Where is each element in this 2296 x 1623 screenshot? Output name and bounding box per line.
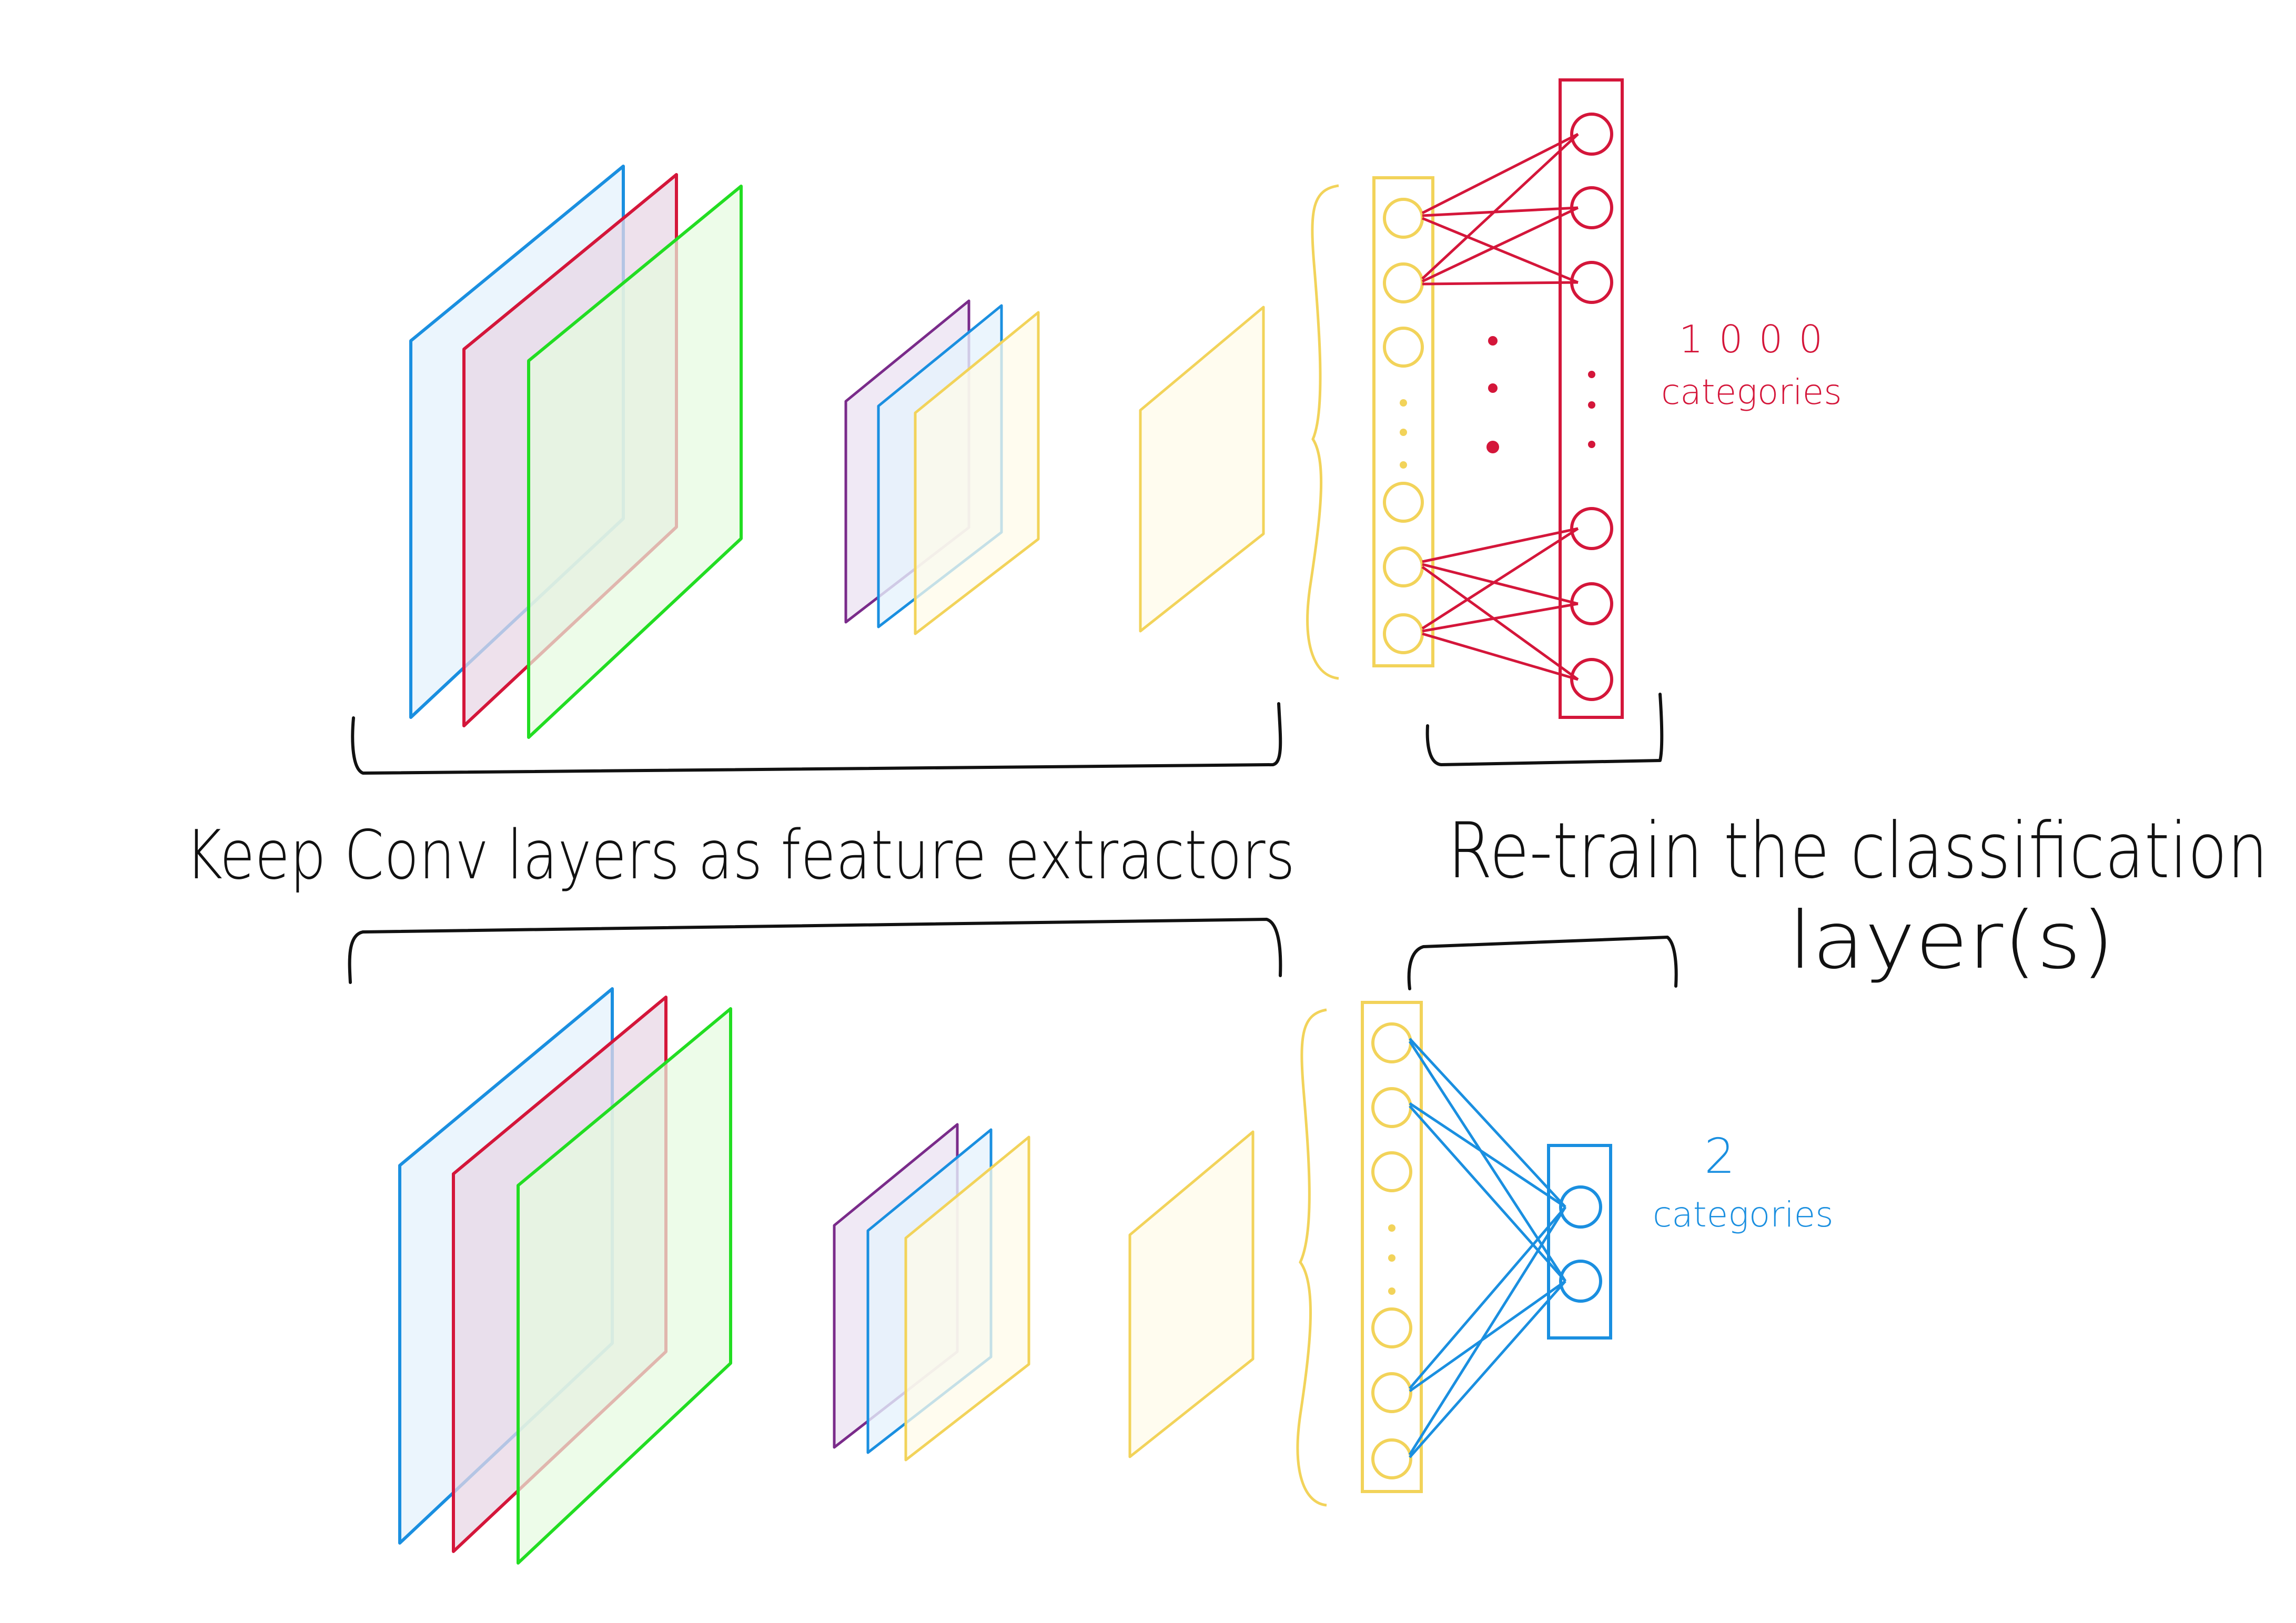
- connection: [1409, 1105, 1566, 1282]
- top-category-unit: categories: [1661, 372, 1842, 412]
- feature-node: [1383, 482, 1424, 523]
- top-feature-nodes: [1383, 198, 1424, 654]
- output-node: [1570, 186, 1613, 229]
- connection: [1408, 1206, 1567, 1456]
- bottom-feature-nodes: [1371, 1022, 1412, 1479]
- connection: [1409, 1206, 1566, 1389]
- ellipsis-dot: [1488, 336, 1498, 346]
- top-network: 1000 categories: [409, 78, 1842, 739]
- bottom-feature-ellipsis: [1388, 1224, 1395, 1295]
- connection: [1421, 133, 1579, 280]
- connection: [1422, 527, 1579, 563]
- ellipsis-dot: [1400, 399, 1407, 407]
- top-middle-ellipsis: [1486, 336, 1499, 453]
- feature-node: [1383, 613, 1424, 654]
- bottom-connections: [1408, 1038, 1567, 1458]
- feature-node: [1371, 1438, 1412, 1479]
- top-plane-green: [527, 185, 743, 739]
- bottom-plane-yellow-small: [904, 1135, 1030, 1462]
- output-node: [1570, 507, 1613, 550]
- bottom-plane-green: [517, 1007, 732, 1565]
- top-plane-yellow-single: [1139, 306, 1265, 633]
- feature-node: [1383, 262, 1424, 303]
- feature-node: [1383, 198, 1424, 239]
- connection: [1422, 206, 1579, 217]
- top-output-layer: [1559, 78, 1624, 719]
- feature-node: [1383, 327, 1424, 368]
- brackets: [348, 693, 1678, 990]
- output-node: [1570, 261, 1613, 304]
- feature-node: [1371, 1151, 1412, 1192]
- top-feature-ellipsis: [1400, 399, 1407, 469]
- bottom-curly-brace: [1296, 1008, 1327, 1507]
- top-feature-vector: [1372, 176, 1434, 667]
- bottom-output-nodes: [1559, 1185, 1602, 1303]
- connection: [1409, 1102, 1566, 1209]
- ellipsis-dot: [1486, 441, 1499, 453]
- connection: [1409, 1280, 1566, 1458]
- connection: [1421, 565, 1579, 681]
- top-conv-block-1: [409, 165, 743, 739]
- ellipsis-dot: [1488, 383, 1498, 393]
- ellipsis-dot: [1588, 371, 1595, 378]
- connection: [1421, 206, 1579, 283]
- bottom-right-bracket: [1407, 936, 1678, 990]
- ellipsis-dot: [1400, 429, 1407, 436]
- top-plane-yellow-small: [914, 311, 1040, 635]
- ellipsis-dot: [1388, 1287, 1395, 1295]
- bottom-plane-yellow-single: [1128, 1130, 1255, 1458]
- connection: [1422, 602, 1579, 633]
- top-right-bracket: [1425, 693, 1664, 766]
- keep-conv-label: Keep Conv layers as feature extractors: [185, 816, 1295, 895]
- feature-node: [1371, 1307, 1412, 1348]
- connection: [1408, 1040, 1567, 1282]
- ellipsis-dot: [1588, 401, 1595, 409]
- output-node: [1559, 1185, 1602, 1229]
- bottom-output-layer: [1547, 1144, 1612, 1340]
- connection: [1421, 527, 1579, 630]
- top-output-nodes: [1570, 113, 1613, 701]
- connection: [1409, 1038, 1566, 1208]
- bottom-category-unit: categories: [1653, 1194, 1834, 1235]
- top-conv-block-2: [844, 299, 1040, 635]
- connection: [1422, 632, 1579, 681]
- retrain-label-line2: layer(s): [1788, 895, 2115, 987]
- ellipsis-dot: [1388, 1254, 1395, 1262]
- output-node: [1570, 582, 1613, 625]
- top-connections: [1421, 133, 1579, 681]
- bottom-category-count: 2: [1704, 1128, 1735, 1184]
- connection: [1421, 133, 1579, 215]
- ellipsis-dot: [1400, 461, 1407, 469]
- output-node: [1570, 113, 1613, 156]
- ellipsis-dot: [1588, 441, 1595, 448]
- bottom-left-bracket: [348, 918, 1282, 984]
- bottom-network: 2 categories: [398, 987, 1834, 1565]
- ellipsis-dot: [1388, 1224, 1395, 1232]
- feature-node: [1371, 1087, 1412, 1128]
- feature-node: [1371, 1372, 1412, 1413]
- connection: [1422, 563, 1579, 605]
- output-node: [1570, 658, 1613, 701]
- bottom-feature-vector: [1361, 1001, 1423, 1493]
- top-output-ellipsis: [1588, 371, 1595, 448]
- top-left-bracket: [351, 702, 1282, 775]
- connection: [1409, 1280, 1566, 1393]
- top-category-count: 1000: [1679, 317, 1838, 361]
- retrain-label-line1: Re-train the classification: [1448, 806, 2268, 896]
- connection: [1422, 217, 1579, 284]
- connection: [1422, 281, 1579, 286]
- feature-node: [1383, 546, 1424, 587]
- output-node: [1559, 1260, 1602, 1303]
- feature-node: [1371, 1022, 1412, 1063]
- top-curly-brace: [1306, 184, 1339, 680]
- bottom-conv-block-2: [833, 1123, 1030, 1462]
- bottom-conv-block-1: [398, 987, 732, 1565]
